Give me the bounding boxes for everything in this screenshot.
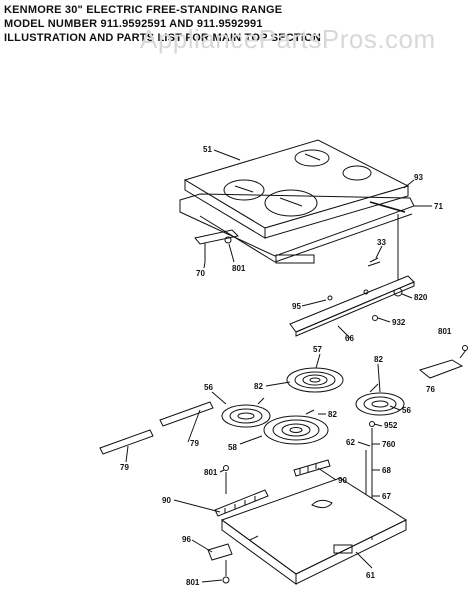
callout-82-left: 82 [254, 382, 263, 391]
callout-95: 95 [292, 302, 301, 311]
callout-82-right: 82 [374, 355, 383, 364]
header-line-1: KENMORE 30" ELECTRIC FREE-STANDING RANGE [4, 4, 283, 16]
side-bracket-76[interactable] [418, 345, 468, 379]
callout-71: 71 [434, 202, 443, 211]
callout-90-right: 90 [338, 476, 347, 485]
watermark: AppliancePartsPros.com [140, 24, 436, 54]
front-trim-channel[interactable] [289, 275, 415, 337]
cooktop-glass[interactable] [183, 139, 410, 239]
callout-56-left: 56 [204, 383, 213, 392]
terminal-block-90-right[interactable] [293, 459, 331, 477]
callout-801-bottom: 801 [186, 578, 200, 587]
callout-33: 33 [377, 238, 386, 247]
callout-93: 93 [414, 173, 423, 182]
callout-90-left: 90 [162, 496, 171, 505]
callout-67: 67 [382, 492, 391, 501]
callout-801-mid: 801 [204, 468, 218, 477]
callout-76: 76 [426, 385, 435, 394]
callout-56-right: 56 [402, 406, 411, 415]
callout-79-lower: 79 [120, 463, 129, 472]
callout-51: 51 [203, 145, 212, 154]
callout-760: 760 [382, 440, 396, 449]
callout-820: 820 [414, 293, 428, 302]
rear-bracket[interactable] [367, 214, 403, 297]
terminal-block-90-left[interactable] [214, 489, 269, 517]
burner-box-pan[interactable] [220, 477, 408, 585]
callout-68: 68 [382, 466, 391, 475]
callout-58: 58 [228, 443, 237, 452]
callout-62: 62 [346, 438, 355, 447]
callout-66: 66 [345, 334, 354, 343]
callout-801-right: 801 [438, 327, 452, 336]
callout-96: 96 [182, 535, 191, 544]
header-line-2: MODEL NUMBER 911.9592591 AND 911.9592991 [4, 18, 263, 30]
trim-strip-79-upper[interactable] [159, 401, 214, 427]
callout-70: 70 [196, 269, 205, 278]
callout-952: 952 [384, 421, 398, 430]
bracket-96[interactable] [207, 543, 233, 584]
callout-61: 61 [366, 571, 375, 580]
burner-element-left[interactable] [221, 397, 271, 428]
callout-79-upper: 79 [190, 439, 199, 448]
burner-element-58[interactable] [263, 409, 329, 445]
hinge-bracket[interactable] [194, 229, 240, 262]
callout-932: 932 [392, 318, 406, 327]
callout-801-top: 801 [232, 264, 246, 273]
trim-strip-79-lower[interactable] [99, 429, 154, 455]
leader-lines [125, 149, 432, 583]
callout-57: 57 [313, 345, 322, 354]
burner-element-57[interactable] [286, 367, 344, 393]
header-line-3: ILLUSTRATION AND PARTS LIST FOR MAIN TOP… [4, 32, 321, 44]
callout-82-center: 82 [328, 410, 337, 419]
burner-element-right[interactable] [355, 383, 405, 416]
callout-labels: 51 93 71 70 801 33 95 820 66 932 801 76 … [120, 145, 452, 587]
